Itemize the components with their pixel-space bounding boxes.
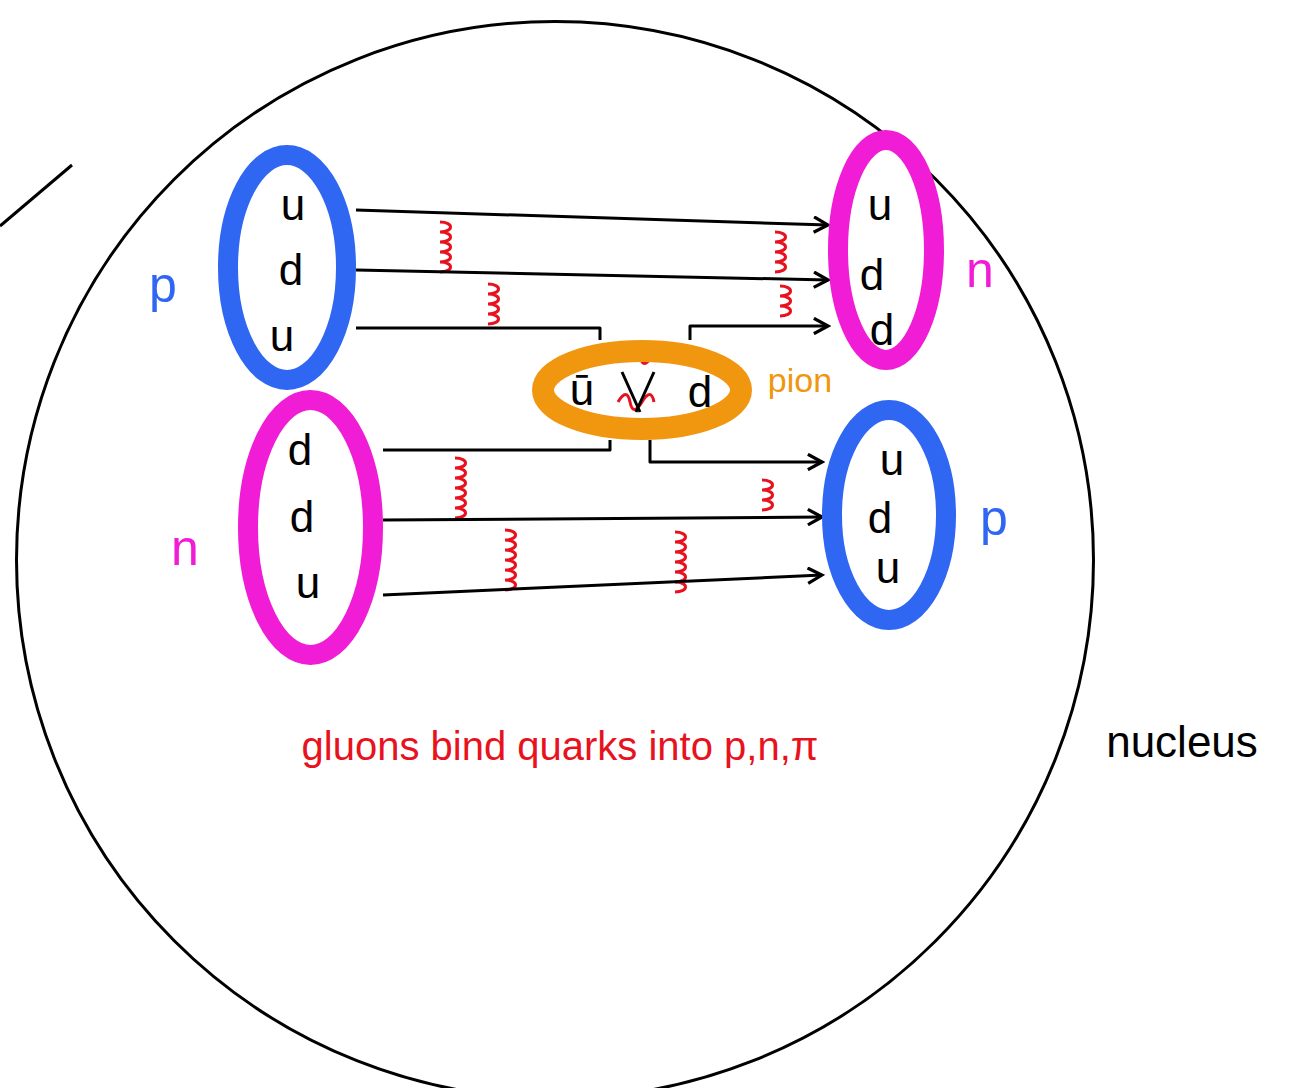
particle-label: pion: [768, 363, 832, 397]
proton-blob: pudu: [822, 400, 956, 630]
quark-line: [383, 440, 610, 450]
quark-line: [356, 210, 828, 225]
quark-label: u: [868, 183, 892, 227]
quark-label: d: [688, 370, 712, 414]
note-text: gluons bind quarks into p,n,π: [300, 722, 820, 770]
neutron-blob: nudd: [828, 130, 944, 370]
quark-line: [690, 326, 828, 340]
nucleus-circle: nucleuspudunuddpionūdnddupudu: [15, 20, 1095, 1088]
region-label: nucleus: [1106, 720, 1258, 764]
stray-stroke: [0, 165, 72, 226]
neutron-blob: nddu: [238, 390, 383, 665]
quark-label: u: [876, 546, 900, 590]
gluon-spring: [455, 458, 466, 518]
quark-label: d: [868, 496, 892, 540]
quark-label: d: [279, 248, 303, 292]
pion-blob-outline: [532, 340, 752, 440]
quark-label: u: [281, 183, 305, 227]
quark-line: [356, 328, 600, 340]
quark-line: [356, 270, 828, 280]
pion-blob: pionūd: [532, 340, 752, 440]
quark-line: [650, 440, 822, 462]
quark-crossing: [622, 372, 654, 412]
quark-line: [383, 575, 822, 595]
gluon-spring: [440, 222, 451, 272]
quark-label: d: [870, 308, 894, 352]
quark-label: d: [290, 495, 314, 539]
proton-blob-path: [832, 410, 946, 620]
quark-label: d: [860, 253, 884, 297]
particle-label: p: [980, 493, 1008, 543]
quark-line: [383, 517, 822, 520]
gluon-spring: [775, 232, 786, 272]
proton-blob: pudu: [218, 145, 356, 390]
particle-label: n: [171, 523, 199, 573]
proton-blob-path: [228, 155, 346, 380]
quark-label: u: [880, 438, 904, 482]
particle-label: p: [149, 260, 177, 310]
neutron-blob-path: [248, 400, 373, 655]
particle-label: n: [966, 245, 994, 295]
nucleus-circle-path: [17, 22, 1094, 1088]
gluon-spring: [488, 284, 499, 324]
gluon-spring: [762, 480, 773, 510]
neutron-blob-path: [838, 140, 934, 360]
quark-label: u: [270, 314, 294, 358]
gluon-spring: [505, 530, 516, 590]
quark-label: ū: [570, 368, 594, 412]
gluon-spring: [780, 286, 791, 316]
quark-label: u: [296, 561, 320, 605]
quark-label: d: [288, 428, 312, 472]
pion-blob-path: [543, 351, 741, 429]
